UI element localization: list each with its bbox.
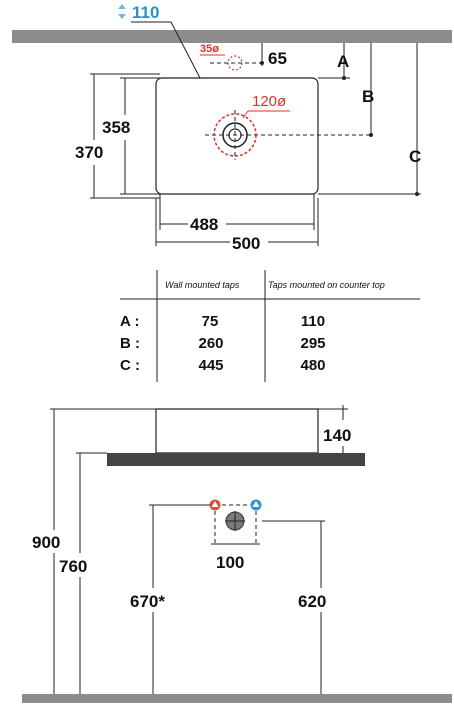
waste-outlet-icon xyxy=(225,511,245,531)
dim-620-label: 620 xyxy=(298,592,326,611)
dim-670-label: 670* xyxy=(130,592,165,611)
header-wall-mounted: Wall mounted taps xyxy=(165,280,240,290)
cold-tap-icon xyxy=(250,499,262,511)
dim-488-label: 488 xyxy=(190,215,218,234)
counter-slab xyxy=(107,453,365,466)
dimension-table: Wall mounted taps Taps mounted on counte… xyxy=(120,270,420,382)
cell-c-wall: 445 xyxy=(198,357,223,374)
row-label-b: B : xyxy=(120,335,140,352)
wall-bar xyxy=(12,30,452,43)
dim-35-label: 35ø xyxy=(200,43,219,55)
floor-bar xyxy=(22,694,452,703)
dim-100-label: 100 xyxy=(216,553,244,572)
dim-120-label: 120ø xyxy=(252,93,286,110)
side-view: 140 900 760 100 xyxy=(22,405,452,703)
cell-b-wall: 260 xyxy=(198,335,223,352)
up-down-arrow-icon xyxy=(118,4,126,19)
dim-760-label: 760 xyxy=(59,557,87,576)
dim-370-label: 370 xyxy=(75,143,103,162)
label-b: B xyxy=(362,87,374,106)
row-label-a: A : xyxy=(120,313,139,330)
cell-a-counter: 110 xyxy=(301,313,325,330)
dim-900-label: 900 xyxy=(32,533,60,552)
dim-358-label: 358 xyxy=(102,118,130,137)
label-a: A xyxy=(337,52,349,71)
top-view: 110 35ø 65 A B C 120ø xyxy=(12,3,452,253)
hot-tap-icon xyxy=(209,499,221,511)
basin-side-outline xyxy=(155,408,319,454)
dim-65-label: 65 xyxy=(268,49,287,68)
header-counter-top: Taps mounted on counter top xyxy=(268,280,385,290)
dim-140-label: 140 xyxy=(323,426,351,445)
cell-b-counter: 295 xyxy=(300,335,325,352)
label-c: C xyxy=(409,147,421,166)
basin-top-outline xyxy=(155,77,319,195)
cell-c-counter: 480 xyxy=(300,357,325,374)
dim-500-label: 500 xyxy=(232,234,260,253)
cell-a-wall: 75 xyxy=(202,313,219,330)
row-label-c: C : xyxy=(120,357,140,374)
dim-110-label: 110 xyxy=(132,3,159,22)
